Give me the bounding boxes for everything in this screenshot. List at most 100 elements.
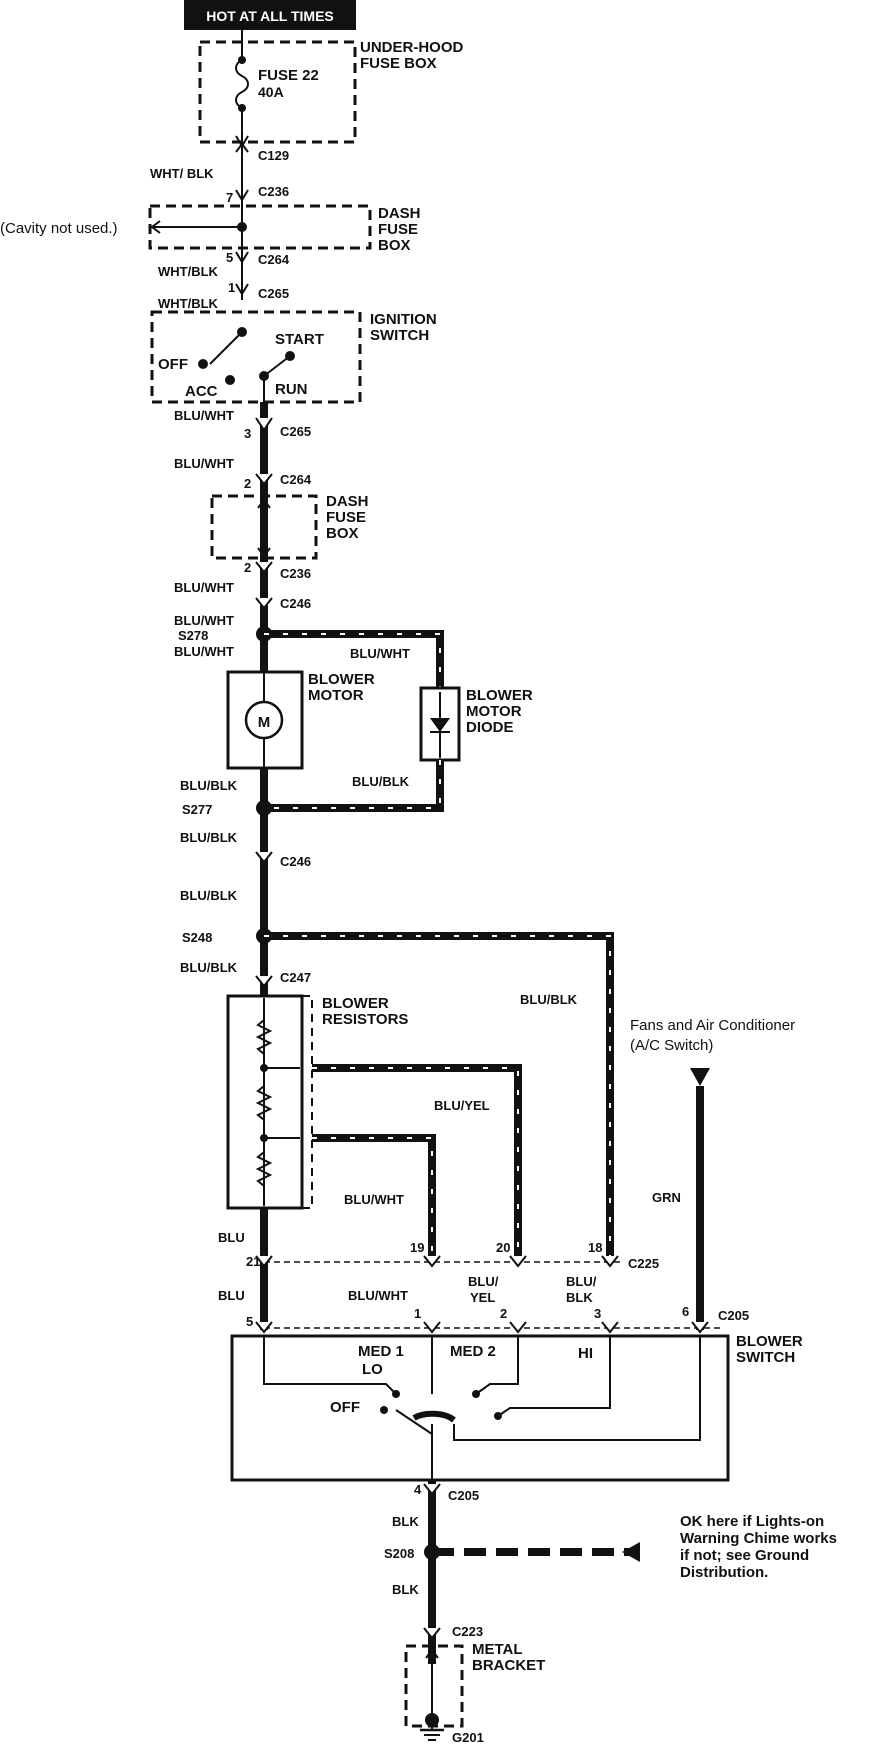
wire-blu-wht-med1: BLU/WHT — [344, 1192, 404, 1207]
c246-top-connector — [255, 597, 273, 610]
c265-top-connector — [235, 283, 249, 296]
c236-top-label: C236 — [258, 184, 289, 199]
ignition-start-label: START — [275, 331, 324, 348]
wire-blu-blk-1: BLU/BLK — [180, 778, 238, 793]
c264-mid-connector — [255, 473, 273, 486]
wire-blu-wht-1: BLU/WHT — [174, 408, 234, 423]
c247-connector — [255, 975, 273, 988]
c265-mid-label: C265 — [280, 424, 311, 439]
under-hood-title-2: FUSE BOX — [360, 55, 437, 72]
diode-return-wire — [264, 760, 444, 812]
s277-label: S277 — [182, 802, 212, 817]
svg-text:BLOWER: BLOWER — [308, 671, 375, 688]
svg-text:2: 2 — [244, 560, 251, 575]
c265-top-label: C265 — [258, 286, 289, 301]
wire-blu-blk-4: BLU/BLK — [180, 960, 238, 975]
hi-label: HI — [578, 1345, 593, 1362]
wire-blu-blk-hi: BLU/BLK — [520, 992, 578, 1007]
c225-connectors — [255, 1255, 619, 1268]
svg-text:BOX: BOX — [378, 237, 411, 254]
c264-top-connector — [235, 251, 249, 264]
med1-label: MED 1 — [358, 1343, 404, 1360]
wire-wht-blk-3: WHT/BLK — [158, 296, 219, 311]
fuse-22-rating: 40A — [258, 84, 284, 100]
wire-blu-yel: BLU/YEL — [434, 1098, 490, 1113]
blower-switch-box — [230, 1334, 730, 1482]
ground-note-3: if not; see Ground — [680, 1547, 809, 1564]
ignition-switch-box — [150, 310, 362, 404]
wire-wht-blk-1: WHT/ BLK — [150, 166, 214, 181]
wire-blu-1: BLU — [218, 1230, 245, 1245]
svg-text:4: 4 — [414, 1482, 422, 1497]
c205-top-connectors — [255, 1321, 709, 1334]
wire-blu-wht-sw: BLU/WHT — [348, 1288, 408, 1303]
fuse-22-symbol — [235, 44, 249, 126]
wire-yel: YEL — [470, 1290, 495, 1305]
switch-off-label: OFF — [330, 1399, 360, 1416]
med2-wire — [312, 1064, 522, 1262]
wire-blu-wht-3: BLU/WHT — [174, 580, 234, 595]
wire-blu-wht-4: BLU/WHT — [174, 613, 234, 628]
svg-text:18: 18 — [588, 1240, 602, 1255]
ground-note-2: Warning Chime works — [680, 1530, 837, 1547]
c247-label: C247 — [280, 970, 311, 985]
svg-text:5: 5 — [226, 250, 233, 265]
wire-blu-wht-diode: BLU/WHT — [350, 646, 410, 661]
ground-note-1: OK here if Lights-on — [680, 1513, 824, 1530]
blower-motor-symbol — [244, 700, 284, 740]
wire-blu-2: BLU — [218, 1288, 245, 1303]
switch-contact — [412, 1410, 456, 1423]
wire-blu-slash-1: BLU/ — [468, 1274, 499, 1289]
med2-label: MED 2 — [450, 1343, 496, 1360]
wire-blk-sw: BLK — [566, 1290, 593, 1305]
svg-text:21: 21 — [246, 1254, 260, 1269]
svg-text:METAL: METAL — [472, 1641, 523, 1658]
dash-fuse-box-top — [148, 204, 372, 250]
under-hood-title-1: UNDER-HOOD — [360, 39, 463, 56]
resistor-1 — [255, 1019, 273, 1055]
blower-motor-m: M — [258, 714, 271, 731]
wire-wht-blk-2: WHT/BLK — [158, 264, 219, 279]
wire-blu-wht-5: BLU/WHT — [174, 644, 234, 659]
ignition-run-label: RUN — [275, 381, 308, 398]
svg-text:2: 2 — [244, 476, 251, 491]
svg-text:SWITCH: SWITCH — [370, 327, 429, 344]
g201-label: G201 — [452, 1730, 484, 1745]
svg-text:BLOWER: BLOWER — [322, 995, 389, 1012]
svg-text:1: 1 — [228, 280, 235, 295]
svg-text:6: 6 — [682, 1304, 689, 1319]
wire-blu-slash-2: BLU/ — [566, 1274, 597, 1289]
c205-bot-connector — [423, 1483, 441, 1496]
c223-connector — [423, 1627, 441, 1640]
wire-blu-blk-2: BLU/BLK — [180, 830, 238, 845]
c129-label: C129 — [258, 148, 289, 163]
wire-blk-2: BLK — [392, 1582, 419, 1597]
svg-text:BOX: BOX — [326, 525, 359, 542]
svg-text:7: 7 — [226, 190, 233, 205]
c205-top-label: C205 — [718, 1308, 749, 1323]
ac-switch-arrow — [690, 1068, 710, 1086]
c264-mid-label: C264 — [280, 472, 312, 487]
svg-text:FUSE: FUSE — [326, 509, 366, 526]
fuse-22-label: FUSE 22 — [258, 67, 319, 84]
svg-text:20: 20 — [496, 1240, 510, 1255]
svg-text:19: 19 — [410, 1240, 424, 1255]
svg-text:FUSE: FUSE — [378, 221, 418, 238]
svg-text:5: 5 — [246, 1314, 253, 1329]
svg-text:RESISTORS: RESISTORS — [322, 1011, 408, 1028]
svg-text:3: 3 — [244, 426, 251, 441]
c205-bot-label: C205 — [448, 1488, 479, 1503]
c223-label: C223 — [452, 1624, 483, 1639]
svg-text:MOTOR: MOTOR — [466, 703, 522, 720]
cavity-not-used-note: (Cavity not used.) — [0, 220, 118, 237]
ac-switch-line2: (A/C Switch) — [630, 1037, 713, 1054]
svg-text:DASH: DASH — [326, 493, 369, 510]
c236-mid-connector — [255, 561, 273, 574]
c246-mid-label: C246 — [280, 854, 311, 869]
c246-top-label: C246 — [280, 596, 311, 611]
ignition-acc-label: ACC — [185, 383, 218, 400]
hot-at-all-times-label: HOT AT ALL TIMES — [206, 8, 334, 24]
resistor-2 — [255, 1085, 273, 1121]
s278-label: S278 — [178, 628, 208, 643]
